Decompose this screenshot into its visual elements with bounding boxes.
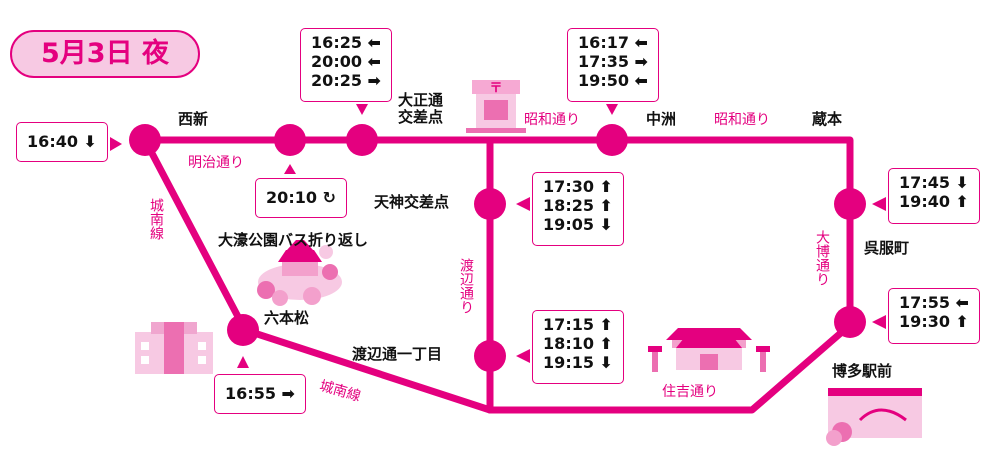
stop-nishijin bbox=[129, 124, 161, 156]
pointer-ropponmatsu bbox=[237, 356, 249, 368]
pointer-meiji-turn bbox=[284, 164, 296, 174]
stop-meiji-turn bbox=[274, 124, 306, 156]
time-entry: 16:40 ⬇ bbox=[27, 132, 97, 151]
svg-text:〒: 〒 bbox=[489, 81, 502, 96]
timetable-nakasu: 16:17 ⬅ 17:35 ➡ 19:50 ⬅ bbox=[567, 28, 659, 102]
station-icon bbox=[826, 388, 922, 446]
stop-label-taisho: 大正通 交差点 bbox=[398, 91, 444, 126]
building-icon bbox=[135, 322, 213, 374]
time-entry: 16:17 ⬅ bbox=[578, 33, 648, 52]
road-label-jonan-vertical: 城南線 bbox=[148, 198, 164, 240]
road-label-watanabe: 渡辺通り bbox=[458, 258, 474, 314]
time-entry: 19:30 ⬆ bbox=[899, 312, 969, 331]
pointer-watanabe bbox=[516, 349, 530, 363]
stop-label-tenjin: 天神交差点 bbox=[374, 193, 450, 211]
time-entry: 20:25 ➡ bbox=[311, 71, 381, 90]
date-badge: 5月3日 夜 bbox=[10, 30, 200, 78]
stop-label-nakasu: 中洲 bbox=[646, 110, 677, 128]
time-entry: 17:45 ⬇ bbox=[899, 173, 969, 192]
road-label-sumiyoshi: 住吉通り bbox=[662, 384, 718, 400]
stop-kuramoto bbox=[834, 188, 866, 220]
time-entry: 17:15 ⬆ bbox=[543, 315, 613, 334]
shrine-icon bbox=[648, 328, 770, 372]
road-label-meiji: 明治通り bbox=[188, 155, 244, 171]
timetable-hakata: 17:55 ⬅ 19:30 ⬆ bbox=[888, 288, 980, 344]
stop-tenjin bbox=[474, 188, 506, 220]
time-entry: 19:40 ⬆ bbox=[899, 192, 969, 211]
timetable-watanabe: 17:15 ⬆ 18:10 ⬆ 19:15 ⬇ bbox=[532, 310, 624, 384]
timetable-ropponmatsu: 16:55 ➡ bbox=[214, 374, 306, 414]
timetable-kuramoto: 17:45 ⬇ 19:40 ⬆ bbox=[888, 168, 980, 224]
pointer-taisho bbox=[356, 104, 368, 115]
timetable-meiji-turn: 20:10 ↻ bbox=[255, 178, 347, 218]
stop-hakata bbox=[834, 306, 866, 338]
stop-label-watanabe: 渡辺通一丁目 bbox=[352, 345, 443, 363]
time-entry: 17:30 ⬆ bbox=[543, 177, 613, 196]
time-entry: 19:15 ⬇ bbox=[543, 353, 613, 372]
pointer-nakasu bbox=[606, 104, 618, 115]
time-entry: 18:25 ⬆ bbox=[543, 196, 613, 215]
post-office-icon: 〒 bbox=[466, 80, 526, 133]
timetable-taisho: 16:25 ⬅ 20:00 ⬅ 20:25 ➡ bbox=[300, 28, 392, 102]
stop-label-nishijin: 西新 bbox=[178, 110, 209, 128]
stop-label-hakata: 博多駅前 bbox=[832, 362, 893, 380]
time-entry: 17:55 ⬅ bbox=[899, 293, 969, 312]
timetable-nishijin: 16:40 ⬇ bbox=[16, 122, 108, 162]
time-entry: 19:05 ⬇ bbox=[543, 215, 613, 234]
stop-watanabe bbox=[474, 340, 506, 372]
stop-label-ohori: 大濠公園バス折り返し bbox=[218, 231, 369, 249]
road-label-taihaku: 大博通り bbox=[814, 230, 830, 286]
road-label-showa-1: 昭和通り bbox=[524, 112, 580, 128]
time-entry: 17:35 ➡ bbox=[578, 52, 648, 71]
time-entry: 16:25 ⬅ bbox=[311, 33, 381, 52]
pointer-tenjin bbox=[516, 197, 530, 211]
road-label-showa-2: 昭和通り bbox=[714, 112, 770, 128]
pointer-kuramoto bbox=[872, 197, 886, 211]
stop-label-ropponmatsu: 六本松 bbox=[264, 309, 310, 327]
stop-ropponmatsu bbox=[227, 314, 259, 346]
castle-icon bbox=[257, 240, 342, 306]
timetable-tenjin: 17:30 ⬆ 18:25 ⬆ 19:05 ⬇ bbox=[532, 172, 624, 246]
stop-label-gofukumachi: 呉服町 bbox=[864, 239, 910, 257]
pointer-hakata bbox=[872, 315, 886, 329]
time-entry: 20:10 ↻ bbox=[266, 188, 336, 207]
time-entry: 19:50 ⬅ bbox=[578, 71, 648, 90]
time-entry: 16:55 ➡ bbox=[225, 384, 295, 403]
pointer-nishijin bbox=[110, 137, 122, 151]
time-entry: 18:10 ⬆ bbox=[543, 334, 613, 353]
stop-nakasu bbox=[596, 124, 628, 156]
stop-taisho bbox=[346, 124, 378, 156]
time-entry: 20:00 ⬅ bbox=[311, 52, 381, 71]
stop-label-kuramoto: 蔵本 bbox=[812, 110, 843, 128]
